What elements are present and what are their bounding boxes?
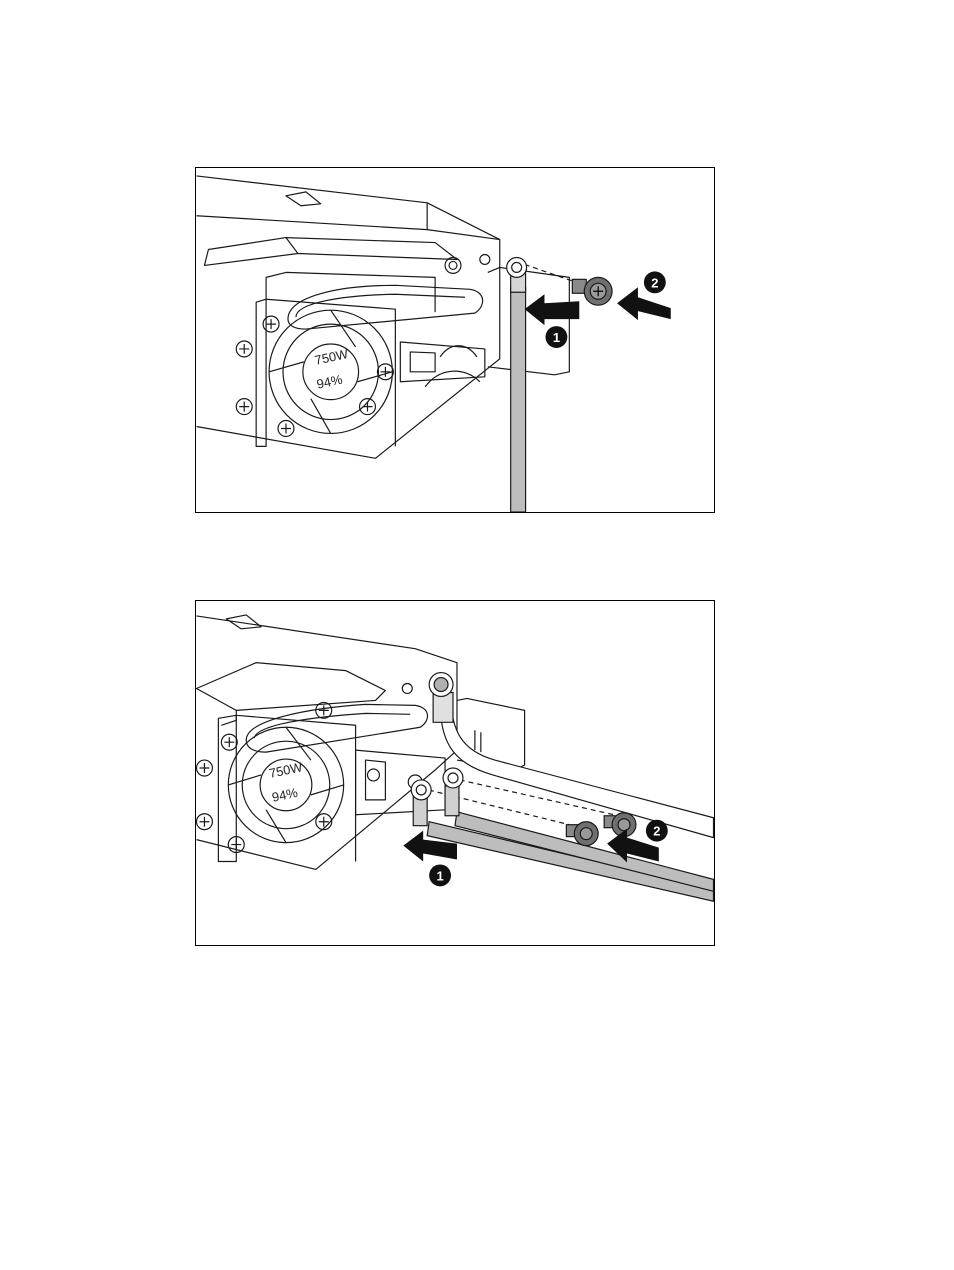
- psu-front-panel: [218, 715, 236, 861]
- callout-2: 2: [646, 820, 668, 842]
- callout-1: 1: [545, 326, 567, 348]
- installed-ground-cable: [440, 698, 713, 837]
- insert-arrow-2: [617, 287, 671, 320]
- callout-2: 2: [644, 271, 666, 293]
- psu-ground-illustration-1: 1 2 750W 94%: [196, 168, 714, 512]
- ground-screw: [572, 277, 612, 305]
- insert-arrow-1: [525, 294, 580, 325]
- psu-handle: [288, 285, 483, 329]
- callout-1: 1: [429, 864, 451, 886]
- callout-1-label: 1: [553, 330, 560, 345]
- ground-cable-figure-1: 1 2 750W 94%: [195, 167, 715, 513]
- ground-cable-figure-2: 1 2 750W 94%: [195, 600, 715, 946]
- callout-1-label: 1: [436, 868, 443, 883]
- installed-lug: [429, 673, 453, 723]
- callout-2-label: 2: [653, 824, 660, 839]
- callout-2-label: 2: [651, 275, 658, 290]
- ground-cable: [507, 257, 527, 512]
- psu-ground-illustration-2: 1 2 750W 94%: [196, 601, 714, 945]
- psu-front-panel: [256, 299, 266, 446]
